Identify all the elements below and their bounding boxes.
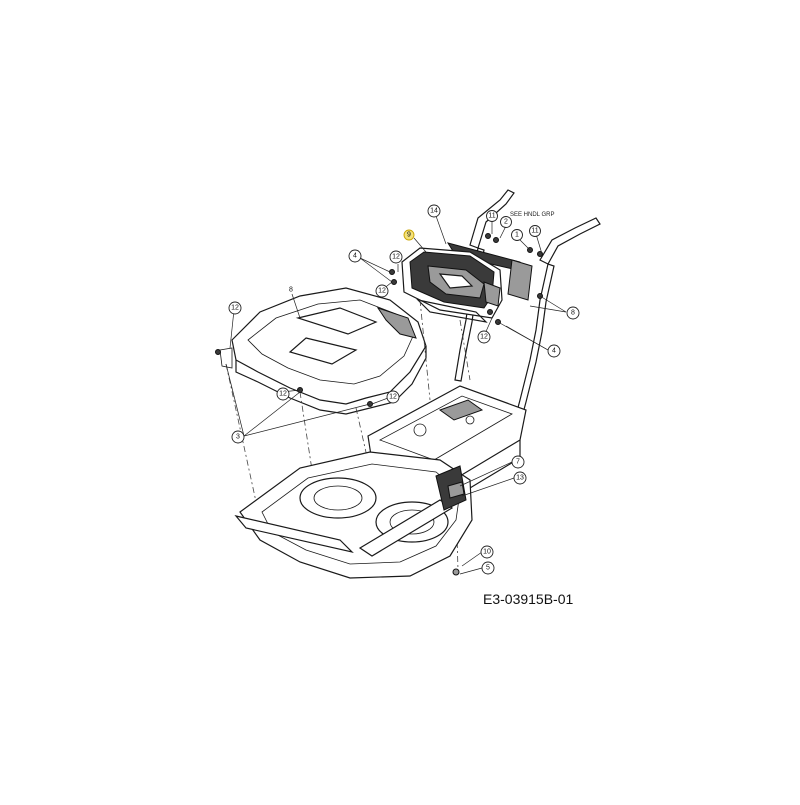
see-handle-group-note: SEE HNDL GRP	[510, 212, 554, 218]
mower-deck	[234, 451, 473, 579]
callout-label: 5	[486, 565, 490, 572]
callout-label: 12	[392, 254, 400, 261]
callout-label: 12	[279, 391, 287, 398]
callout-12: 12	[477, 330, 491, 344]
callout-label: 10	[483, 549, 491, 556]
callout-label: 7	[516, 459, 520, 466]
callout-13: 13	[513, 471, 527, 485]
callout-label: 12	[389, 394, 397, 401]
drawing-code: E3-03915B-01	[483, 591, 574, 607]
callout-label: 14	[430, 208, 438, 215]
callout-label: 4	[552, 348, 556, 355]
callout-label: 13	[516, 475, 524, 482]
callout-7: 7	[511, 455, 525, 469]
callout-8: 8	[289, 287, 293, 294]
callout-label: 1	[515, 232, 519, 239]
callout-3: 3	[231, 430, 245, 444]
callout-11: 11	[529, 225, 541, 237]
callout-label: 12	[378, 288, 386, 295]
callout-label: 12	[231, 305, 239, 312]
callout-label: 11	[531, 228, 538, 235]
leader-lines	[225, 215, 567, 575]
callout-label: 2	[504, 219, 508, 226]
callout-2: 2	[500, 216, 512, 228]
callout-label: 8	[571, 310, 575, 317]
callout-label: 8	[289, 287, 293, 294]
callout-label: 12	[480, 334, 488, 341]
callout-4: 4	[348, 249, 362, 263]
callout-8: 8	[566, 306, 580, 320]
callout-12: 12	[386, 390, 400, 404]
callout-1: 1	[511, 229, 523, 241]
callout-10: 10	[480, 545, 494, 559]
callout-12: 12	[375, 284, 389, 298]
callout-12: 12	[389, 250, 403, 264]
callout-12: 12	[228, 301, 242, 315]
callout-11: 11	[486, 210, 498, 222]
callout-label: 4	[353, 253, 357, 260]
callout-12: 12	[276, 387, 290, 401]
callout-14: 14	[427, 204, 441, 218]
battery-housing	[401, 247, 503, 323]
top-cover	[219, 287, 427, 415]
callout-label: 9	[407, 232, 411, 239]
callout-4: 4	[547, 344, 561, 358]
callout-label: 3	[236, 434, 240, 441]
callout-label: 11	[488, 213, 495, 220]
callout-5: 5	[481, 561, 495, 575]
callout-9: 9	[403, 229, 415, 241]
